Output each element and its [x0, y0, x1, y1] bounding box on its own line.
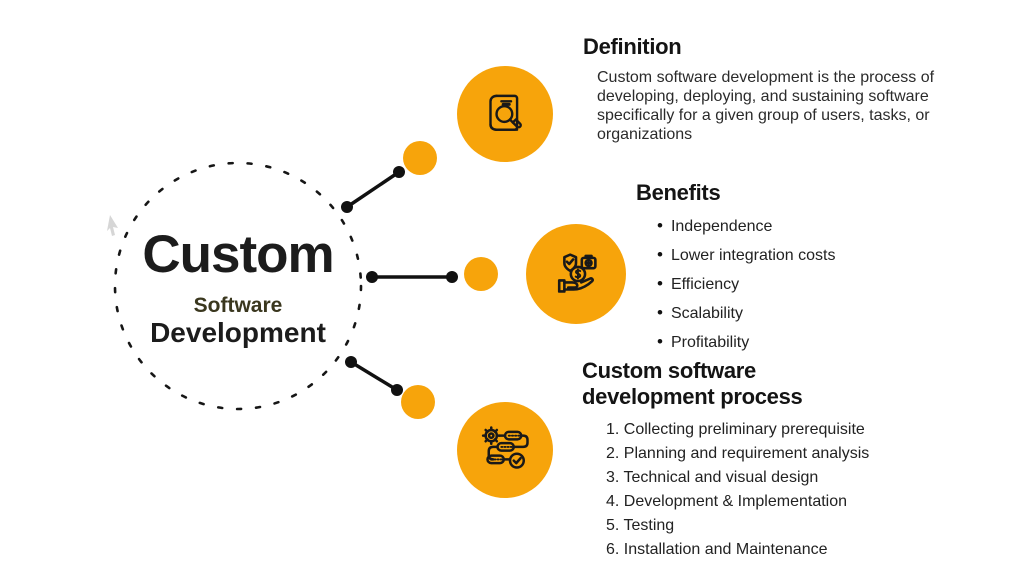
definition-line: developing, deploying, and sustaining so… — [597, 88, 929, 105]
dashed-circle — [113, 161, 363, 411]
process-step: 5. Testing — [606, 517, 675, 534]
center-subtitle: Software — [193, 294, 283, 317]
connector-line-benefits — [366, 271, 458, 283]
benefit-item: Independence — [657, 212, 835, 241]
process-icon-circle — [457, 402, 553, 498]
benefit-item: Efficiency — [657, 270, 835, 299]
process-list: 1. Collecting preliminary prerequisite 2… — [582, 418, 869, 562]
process-step: 2. Planning and requirement analysis — [606, 445, 870, 462]
benefits-list: Independence Lower integration costs Eff… — [636, 212, 836, 357]
benefits-icon-circle — [526, 224, 626, 324]
process-heading-line2: development process — [582, 384, 803, 409]
connector-dot-benefits — [464, 257, 498, 291]
definition-icon-circle — [457, 66, 553, 162]
connector-dot-process — [401, 385, 435, 419]
benefits-heading: Benefits — [636, 180, 721, 205]
connector-line-process — [345, 356, 403, 396]
hand-coin-shield-icon — [557, 253, 597, 293]
benefit-item: Profitability — [657, 328, 835, 357]
benefit-item: Scalability — [657, 299, 835, 328]
benefit-item: Lower integration costs — [657, 241, 836, 270]
process-step: 6. Installation and Maintenance — [606, 541, 828, 558]
process-heading: Custom software development process — [582, 358, 869, 410]
definition-heading: Definition — [583, 34, 682, 59]
definition-line: specifically for a given group of users,… — [597, 107, 930, 124]
connector-line-definition — [341, 166, 405, 213]
process-step: 4. Development & Implementation — [606, 493, 848, 510]
definition-body: Custom software development is the proce… — [597, 68, 934, 144]
definition-line: organizations — [597, 126, 693, 143]
center-title: Custom — [142, 225, 334, 284]
process-step: 3. Technical and visual design — [606, 469, 819, 486]
connector-dot-definition — [403, 141, 437, 175]
benefits-section: Benefits Independence Lower integration … — [636, 180, 835, 357]
process-heading-line1: Custom software — [582, 358, 756, 383]
process-step: 1. Collecting preliminary prerequisite — [606, 421, 865, 438]
book-search-icon — [489, 94, 522, 131]
definition-section: Definition Custom software development i… — [583, 34, 934, 144]
mouse-cursor-icon — [107, 215, 118, 236]
process-section: Custom software development process 1. C… — [582, 358, 869, 562]
gear-flowchart-icon — [481, 426, 529, 469]
definition-line: Custom software development is the proce… — [597, 69, 935, 86]
center-subtitle-2: Development — [150, 317, 326, 348]
